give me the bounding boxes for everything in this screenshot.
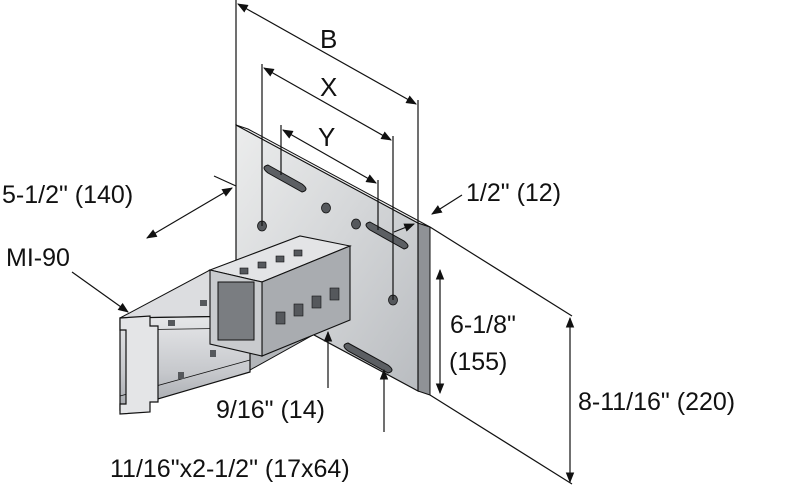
- hole-center: [351, 218, 361, 230]
- label-slot-spacing-mm: (155): [449, 348, 507, 376]
- label-plate-height: 8-11/16" (220): [578, 388, 735, 416]
- rail-hole: [168, 320, 175, 326]
- dimension-lines: [71, 0, 575, 485]
- label-slot-size: 11/16"x2-1/2" (17x64): [110, 455, 350, 483]
- label-x: X: [320, 72, 337, 102]
- label-hole-diameter: 9/16" (14): [216, 396, 325, 424]
- label-b: B: [320, 24, 337, 54]
- connector-sleeve: [208, 235, 352, 357]
- label-depth: 5-1/2" (140): [2, 181, 133, 209]
- slot-upper-right: [365, 221, 409, 250]
- rail-hole: [200, 300, 207, 306]
- label-profile: MI-90: [6, 244, 70, 272]
- rail-hole: [178, 372, 184, 379]
- label-y: Y: [318, 122, 335, 152]
- rail-hole: [210, 350, 216, 357]
- label-slot-spacing: 6-1/8": [450, 311, 516, 339]
- hole-top: [321, 202, 331, 214]
- label-thickness: 1/2" (12): [466, 179, 561, 207]
